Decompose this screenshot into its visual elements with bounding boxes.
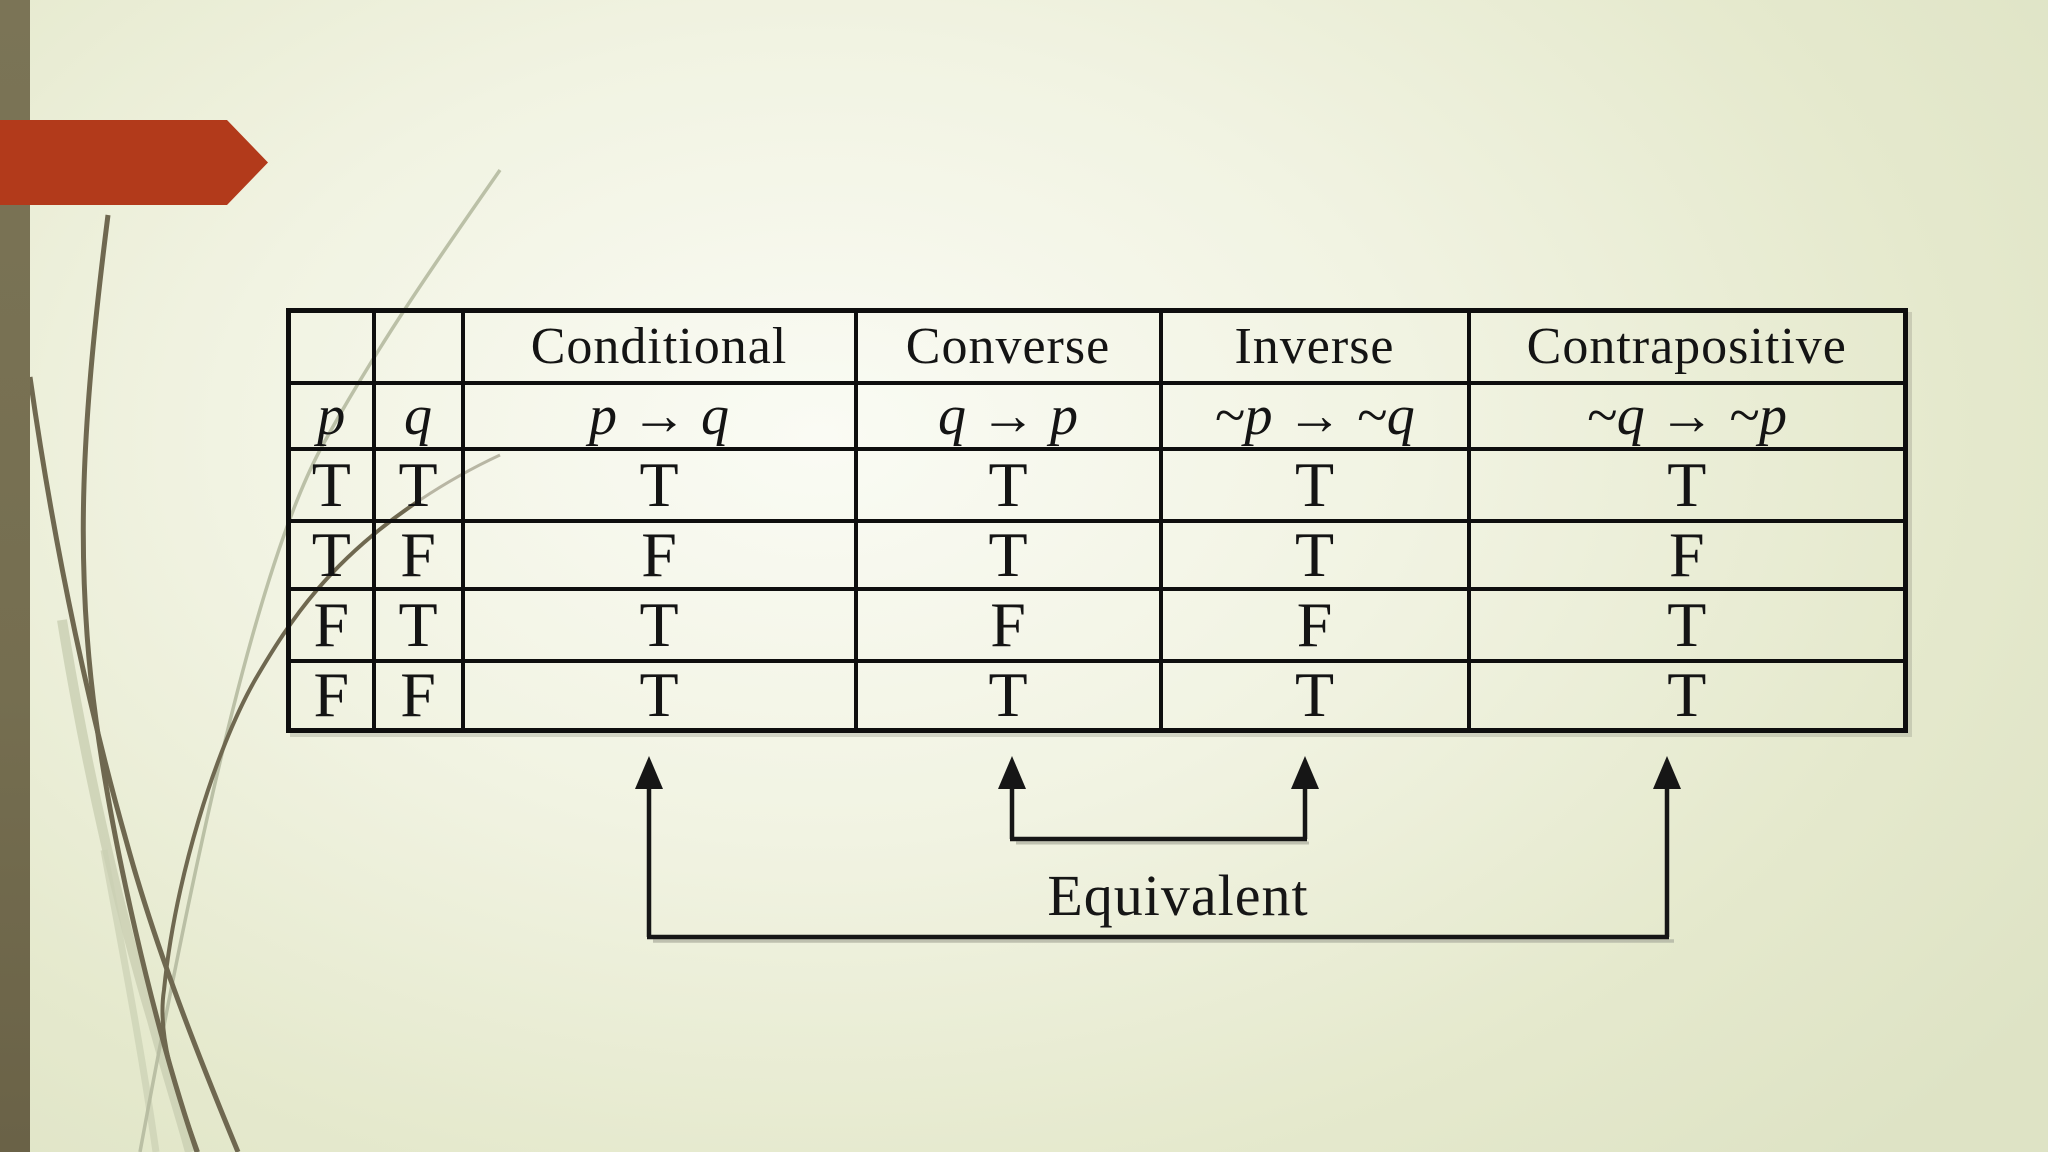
header-cell-conditional: Conditional bbox=[460, 308, 858, 385]
value-cell: T bbox=[1466, 446, 1908, 523]
value-cell: F bbox=[853, 586, 1163, 663]
up-arrow-icon-contrapositive bbox=[1653, 756, 1681, 789]
header-cell-blank-p bbox=[286, 308, 376, 385]
table-row-formulas: p q p → q q → p ~p → ~q ~q → ~p bbox=[286, 380, 1908, 451]
value-cell: T bbox=[286, 518, 376, 591]
formula-cell-p: p bbox=[286, 380, 376, 451]
stem-shadow-light-2 bbox=[100, 849, 160, 1152]
value-cell: T bbox=[853, 518, 1163, 591]
header-cell-blank-q bbox=[371, 308, 465, 385]
value-cell: T bbox=[460, 446, 858, 523]
up-arrow-icon-conditional bbox=[635, 756, 663, 789]
value-cell: F bbox=[286, 658, 376, 733]
header-cell-contrapositive: Contrapositive bbox=[1466, 308, 1908, 385]
formula-cell-q: q bbox=[371, 380, 465, 451]
value-cell: T bbox=[371, 446, 465, 523]
header-cell-converse: Converse bbox=[853, 308, 1163, 385]
formula-cell-contrapositive: ~q → ~p bbox=[1466, 380, 1908, 451]
value-cell: F bbox=[1158, 586, 1471, 663]
table-row-headers: Conditional Converse Inverse Contraposit… bbox=[286, 308, 1908, 385]
table-row-ft: F T T F F T bbox=[286, 586, 1908, 663]
value-cell: T bbox=[853, 446, 1163, 523]
inner-equivalence-bracket bbox=[998, 756, 1319, 842]
grass-blade-2 bbox=[27, 376, 241, 1152]
formula-cell-converse: q → p bbox=[853, 380, 1163, 451]
red-arrow-banner bbox=[0, 120, 268, 205]
value-cell: T bbox=[1158, 446, 1471, 523]
value-cell: T bbox=[460, 586, 858, 663]
table-row-ff: F F T T T T bbox=[286, 658, 1908, 733]
value-cell: F bbox=[286, 586, 376, 663]
truth-table: Conditional Converse Inverse Contraposit… bbox=[286, 308, 1908, 733]
value-cell: T bbox=[460, 658, 858, 733]
table-row-tt: T T T T T T bbox=[286, 446, 1908, 523]
value-cell: T bbox=[286, 446, 376, 523]
grass-blade-1 bbox=[80, 214, 200, 1152]
value-cell: T bbox=[1466, 658, 1908, 733]
equivalent-label: Equivalent bbox=[1047, 863, 1309, 928]
stem-shadow-light-1 bbox=[57, 619, 195, 1152]
value-cell: F bbox=[1466, 518, 1908, 591]
table-row-tf: T F F T T F bbox=[286, 518, 1908, 591]
header-cell-inverse: Inverse bbox=[1158, 308, 1471, 385]
value-cell: F bbox=[460, 518, 858, 591]
up-arrow-icon-inverse bbox=[1291, 756, 1319, 789]
formula-cell-conditional: p → q bbox=[460, 380, 858, 451]
value-cell: F bbox=[371, 658, 465, 733]
formula-cell-inverse: ~p → ~q bbox=[1158, 380, 1471, 451]
value-cell: F bbox=[371, 518, 465, 591]
value-cell: T bbox=[1466, 586, 1908, 663]
value-cell: T bbox=[371, 586, 465, 663]
value-cell: T bbox=[853, 658, 1163, 733]
value-cell: T bbox=[1158, 518, 1471, 591]
value-cell: T bbox=[1158, 658, 1471, 733]
up-arrow-icon-converse bbox=[998, 756, 1026, 789]
